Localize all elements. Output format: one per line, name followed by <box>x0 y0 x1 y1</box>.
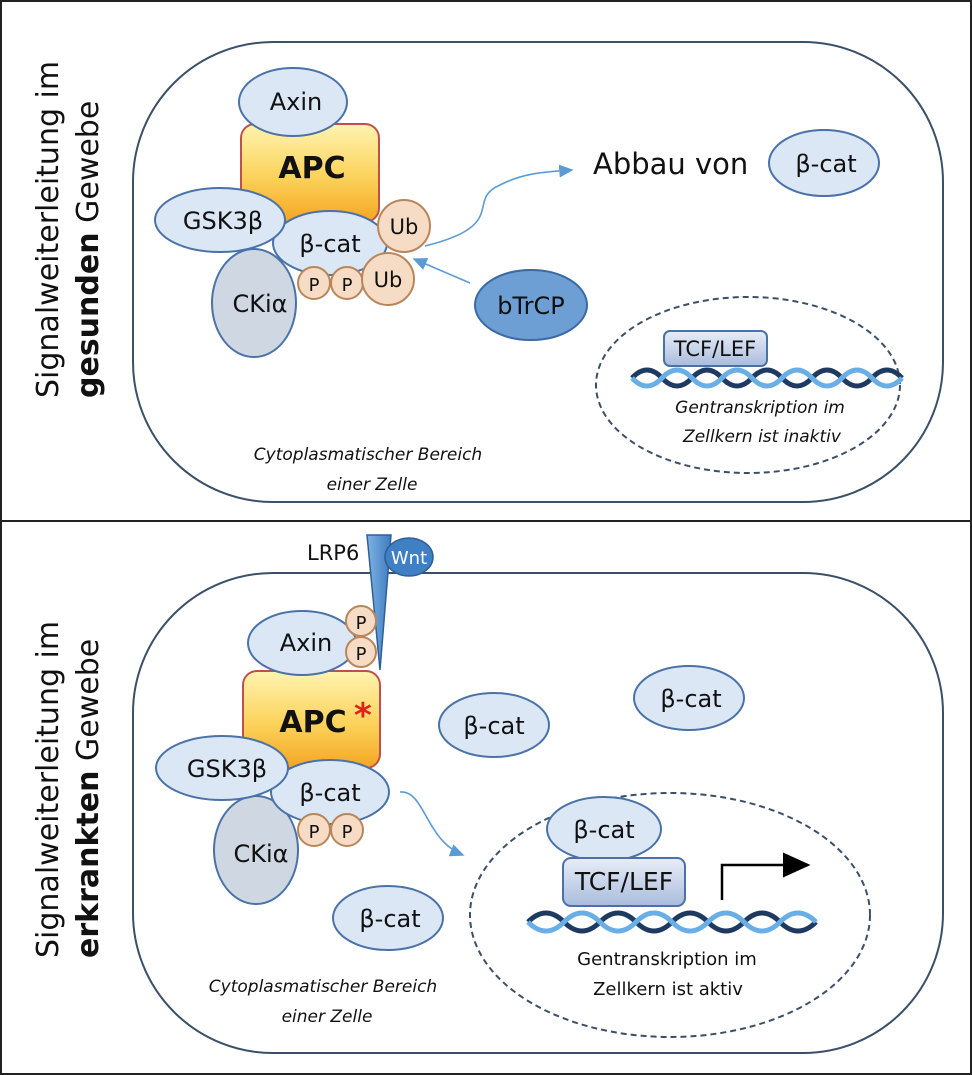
bcat-nucleus-label: β-cat <box>573 816 634 844</box>
side-label-top-suffix: Gewebe <box>71 101 106 233</box>
p-bottom-2-label: P <box>342 822 353 843</box>
bcat-free-2-label: β-cat <box>660 685 721 713</box>
nucleus-bottom-text-1: Gentranskription im <box>577 949 757 970</box>
nucleus-top-text-2: Zellkern ist inaktiv <box>682 427 842 447</box>
cyto-top-text-2: einer Zelle <box>327 475 418 495</box>
cyto-bottom-text-2: einer Zelle <box>282 1007 373 1027</box>
gsk-bottom-label: GSK3β <box>187 755 267 783</box>
abbau-label: Abbau von <box>593 147 748 181</box>
bcat-complex-bottom <box>270 759 390 825</box>
nucleus-top <box>595 296 901 474</box>
tcf-lef-top <box>663 330 768 367</box>
btrcp-label: bTrCP <box>497 292 564 320</box>
side-label-bottom-bold: erkrankten <box>71 771 106 959</box>
nucleus-bottom-text-2: Zellkern ist aktiv <box>593 979 743 1000</box>
lrp6-label: LRP6 <box>307 541 359 565</box>
nucleus-bottom <box>469 792 871 1038</box>
abbau-bcat-label: β-cat <box>795 150 856 178</box>
bcat-free-2 <box>633 665 745 731</box>
abbau-bcat <box>768 129 880 197</box>
gsk-top-label: GSK3β <box>183 207 263 235</box>
lrp6-receptor <box>366 534 392 671</box>
btrcp <box>474 269 588 341</box>
side-label-top-prefix: Signalweiterleitung im <box>31 61 66 398</box>
axin-top-label: Axin <box>270 88 323 116</box>
p-axin-2 <box>345 636 377 668</box>
bcat-free-3-label: β-cat <box>359 905 420 933</box>
apc-bottom-label: APC <box>279 705 346 740</box>
dna-bottom <box>526 910 818 934</box>
cell-bottom <box>132 572 944 1054</box>
side-label-bottom-prefix: Signalweiterleitung im <box>31 621 66 958</box>
cell-top <box>132 41 944 503</box>
side-label-bottom-suffix: Gewebe <box>71 639 106 771</box>
p-axin-1-label: P <box>356 613 367 634</box>
axin-bottom-label: Axin <box>280 629 333 657</box>
dna-top <box>630 367 904 389</box>
bcat-complex-top-label: β-cat <box>299 230 360 258</box>
apc-top-label: APC <box>278 151 345 186</box>
side-label-top-bold: gesunden <box>71 232 106 398</box>
gsk-top <box>154 187 286 253</box>
apc-mutation-star: * <box>354 696 372 736</box>
nuclear-translocation-arrow <box>399 791 465 857</box>
wnt-label: Wnt <box>391 548 427 569</box>
cyto-top-text-1: Cytoplasmatischer Bereich <box>254 445 482 465</box>
tcf-lef-bottom <box>562 857 686 907</box>
bcat-free-1 <box>438 692 550 758</box>
p-top-2-label: P <box>342 275 353 296</box>
ub-top-2-label: Ub <box>374 268 403 292</box>
nucleus-top-text-1: Gentranskription im <box>675 398 845 418</box>
degradation-arrow <box>424 164 574 247</box>
cki-top <box>211 248 297 358</box>
p-axin-2-label: P <box>356 644 367 665</box>
axin-top <box>238 67 348 137</box>
cyto-bottom-text-1: Cytoplasmatischer Bereich <box>209 977 437 997</box>
transcription-arrow <box>720 852 811 900</box>
bcat-free-3 <box>332 885 444 951</box>
cki-bottom-label: CKiα <box>234 840 289 868</box>
ub-top-1 <box>377 199 431 253</box>
side-label-bottom: Signalweiterleitung im erkrankten Gewebe <box>31 611 106 958</box>
p-bottom-2 <box>330 813 364 847</box>
wnt <box>384 537 434 577</box>
p-bottom-1-label: P <box>309 822 320 843</box>
bcat-complex-bottom-label: β-cat <box>299 779 360 807</box>
p-top-1-label: P <box>309 275 320 296</box>
cki-top-label: CKiα <box>233 290 288 318</box>
side-label-top: Signalweiterleitung im gesunden Gewebe <box>31 51 106 398</box>
bcat-free-1-label: β-cat <box>463 712 524 740</box>
gsk-bottom <box>155 735 289 801</box>
tcf-lef-bottom-label: TCF/LEF <box>574 867 673 896</box>
ub-top-2 <box>361 252 415 306</box>
ub-top-1-label: Ub <box>390 215 419 239</box>
tcf-lef-top-label: TCF/LEF <box>673 337 756 361</box>
btrcp-arrow <box>412 258 471 284</box>
